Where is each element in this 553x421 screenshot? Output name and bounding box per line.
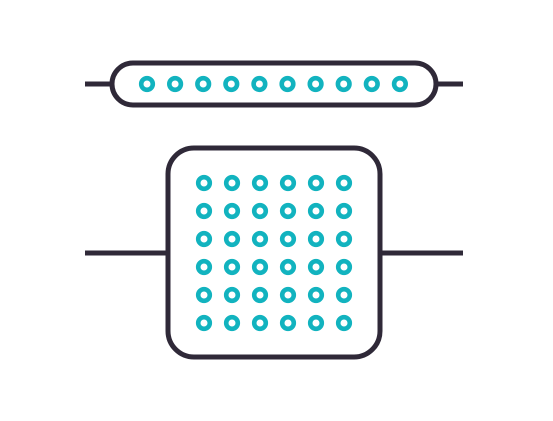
top-strip-dot (167, 75, 184, 93)
top-strip-dot (223, 75, 240, 93)
top-strip-dot (138, 75, 156, 93)
bottom-block-dot (223, 202, 241, 220)
bottom-block-dot (335, 314, 353, 332)
bottom-block-dot (223, 314, 241, 332)
bottom-block-dot (307, 286, 325, 304)
bottom-block-dot (335, 202, 353, 220)
bottom-block-dot (279, 286, 297, 304)
bottom-block-dot (195, 230, 213, 248)
bottom-block-dot (251, 202, 269, 220)
bottom-block-dot (223, 230, 241, 248)
top-strip-body (109, 60, 439, 108)
bottom-block-dot (335, 174, 353, 192)
top-strip-dot (335, 75, 352, 93)
bottom-block-dot (251, 258, 269, 276)
top-strip-dot (307, 75, 324, 93)
bottom-block-dot (335, 258, 353, 276)
top-strip-dots (138, 75, 409, 93)
bottom-block-dot (195, 174, 213, 192)
bottom-block-dot (251, 286, 269, 304)
top-strip-dot (195, 75, 212, 93)
bottom-block-dots (195, 174, 353, 332)
bottom-block-dot (251, 174, 269, 192)
bottom-block-dot (223, 258, 241, 276)
top-strip-dot (363, 75, 380, 93)
bottom-block-dot (307, 230, 325, 248)
bottom-block-dot (279, 174, 297, 192)
top-strip-component (85, 60, 463, 108)
bottom-block-dot (223, 174, 241, 192)
bottom-block-dot (251, 230, 269, 248)
top-strip-dot (251, 75, 268, 93)
bottom-block-component (85, 145, 463, 360)
top-strip-dot (279, 75, 296, 93)
bottom-block-dot (223, 286, 241, 304)
bottom-block-dot (279, 202, 297, 220)
bottom-block-dot (279, 314, 297, 332)
bottom-block-dot (307, 258, 325, 276)
bottom-block-dot (307, 314, 325, 332)
bottom-block-dot (195, 258, 213, 276)
bottom-block-dot (307, 202, 325, 220)
bottom-block-dot (195, 314, 213, 332)
bottom-block-dot (279, 258, 297, 276)
bottom-block-dot (195, 202, 213, 220)
bottom-block-body (165, 145, 383, 360)
bottom-block-dot (307, 174, 325, 192)
bottom-block-dot (335, 286, 353, 304)
bottom-block-dot (279, 230, 297, 248)
bottom-block-dot (335, 230, 353, 248)
top-strip-dot (391, 75, 409, 93)
bottom-block-dot (251, 314, 269, 332)
bottom-block-dot (195, 286, 213, 304)
